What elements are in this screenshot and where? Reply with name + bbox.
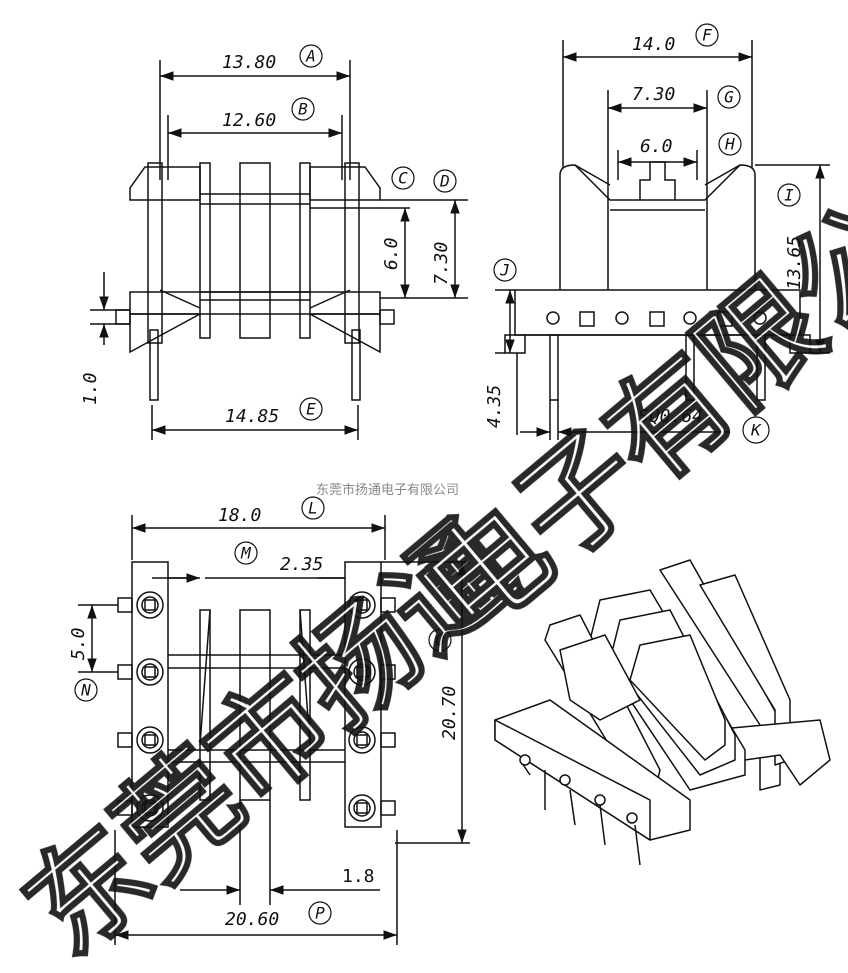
callout-J: J	[499, 261, 510, 280]
callout-C-circle	[391, 166, 415, 190]
dim-M-value: 2.35	[280, 554, 323, 575]
callout-B-circle	[291, 97, 315, 121]
watermark: 东莞市扬通 电子有限公司	[0, 99, 848, 973]
callout-K: K	[750, 421, 762, 440]
isometric-view	[494, 559, 831, 866]
side-view	[495, 40, 830, 440]
bottom-view	[78, 515, 470, 945]
dim-flange-value: 1.8	[342, 866, 375, 887]
callout-I: I	[784, 186, 794, 205]
callout-L: L	[308, 499, 318, 518]
callout-A-circle	[299, 44, 323, 68]
dim-I-value: 13.65	[784, 236, 805, 290]
dim-B-value: 12.60	[222, 110, 276, 131]
callout-B: B	[298, 100, 308, 119]
dim-J-value: 4.35	[484, 385, 505, 428]
dim-F-value: 14.0	[632, 34, 675, 55]
callout-C: C	[398, 169, 408, 188]
dim-K-value: SQ0.64	[638, 406, 703, 427]
dim-L-value: 18.0	[218, 505, 261, 526]
callout-M: M	[240, 544, 252, 563]
dim-E-value: 14.85	[225, 406, 279, 427]
front-view	[90, 60, 468, 440]
callout-D-circle	[433, 169, 457, 193]
callout-E: E	[306, 400, 316, 419]
callout-H: H	[724, 135, 735, 154]
side-view-labels: 14.0 F 7.30 G 6.0 H I 13.65 J 4.35 SQ0.6…	[484, 23, 805, 444]
callout-E-circle	[299, 397, 323, 421]
dim-G-value: 7.30	[632, 84, 675, 105]
callout-D: D	[439, 172, 450, 191]
dim-7-30-value: 7.30	[431, 242, 452, 285]
dim-6-value: 6.0	[381, 237, 402, 270]
dim-N-value: 5.0	[68, 627, 89, 660]
callout-P: P	[315, 904, 325, 923]
dim-pin-value: 1.0	[80, 372, 101, 405]
callout-A: A	[305, 47, 316, 66]
callout-F: F	[702, 26, 712, 45]
front-view-labels: 13.80 A 12.60 B C D 6.0 7.30 1.0 14.85 E	[80, 44, 457, 427]
callout-G: G	[724, 88, 734, 107]
dim-O-value: 20.70	[439, 686, 460, 740]
company-caption: 东莞市扬通电子有限公司	[316, 482, 459, 498]
watermark-line-2: 电子有限公司	[399, 101, 848, 662]
callout-N: N	[80, 681, 91, 700]
callout-O: O	[435, 631, 445, 650]
dim-A-value: 13.80	[222, 52, 276, 73]
bottom-view-labels: 18.0 L M 2.35 5.0 N O 20.70 1.8 20.60 P	[68, 496, 460, 930]
dim-P-value: 20.60	[225, 909, 279, 930]
dim-H-value: 6.0	[640, 136, 673, 157]
